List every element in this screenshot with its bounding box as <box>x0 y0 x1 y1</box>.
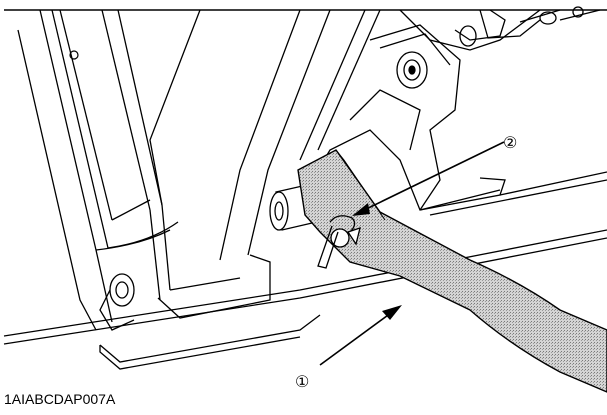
base-plate <box>3 229 607 370</box>
retaining-clip <box>317 215 361 269</box>
panel-hole <box>69 50 79 60</box>
callout-arrow-2 <box>352 141 505 216</box>
callout-arrow-1 <box>319 305 402 366</box>
shaded-lever <box>297 149 607 393</box>
left-frame-panel <box>17 9 179 331</box>
pivot-bolt <box>396 51 428 89</box>
right-rail <box>419 171 607 216</box>
callout-label-1: ① <box>295 374 309 391</box>
upper-fitting <box>454 6 601 47</box>
middle-structure <box>101 9 381 301</box>
lever-edge-detail <box>335 149 386 221</box>
figure-id-label: 1AIABCDAP007A <box>4 391 116 407</box>
callout-label-2: ② <box>503 135 517 152</box>
lower-left-boss <box>99 273 135 331</box>
